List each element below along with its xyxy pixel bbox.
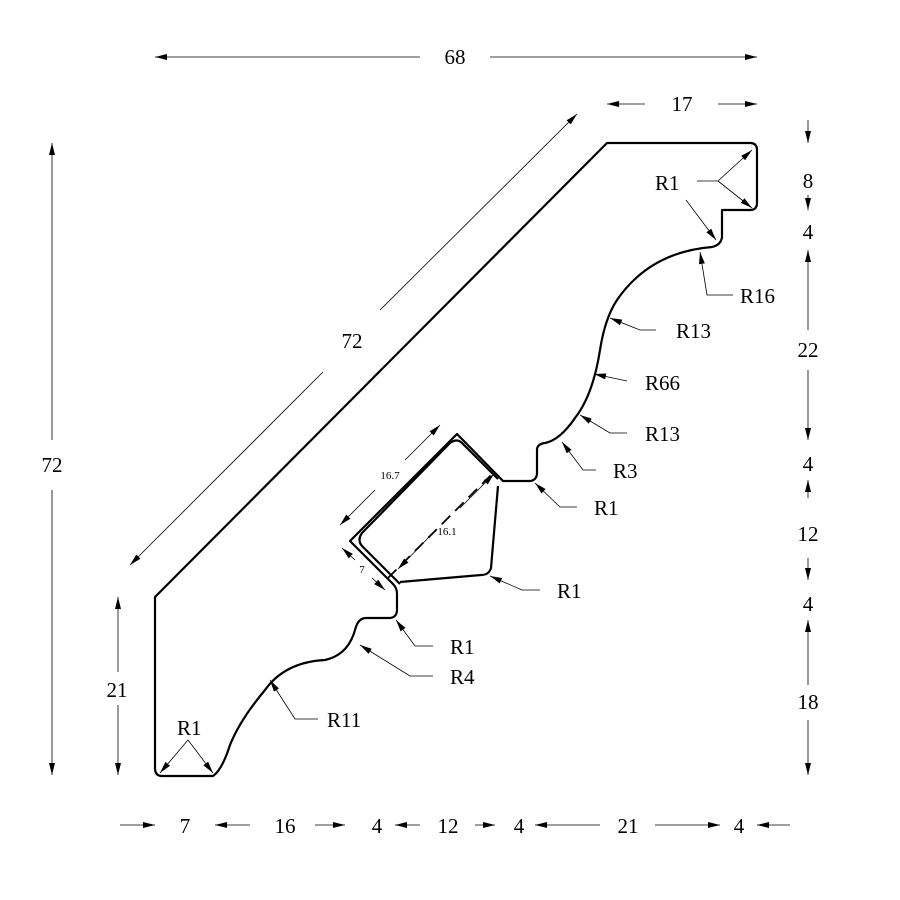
label-r11: R11	[327, 708, 361, 732]
dim-pocket-depth: 7	[359, 564, 365, 576]
right-dimension-chain: 8 4 22 4 12 4 18	[798, 120, 819, 775]
dim-right-2: 22	[798, 338, 819, 362]
label-r13-upper: R13	[676, 319, 711, 343]
pocket-dimensions: 16.7 16.1 7	[339, 424, 495, 591]
label-r1-step: R1	[594, 496, 619, 520]
dim-overall-width: 68	[445, 45, 466, 69]
dim-right-1: 4	[803, 220, 814, 244]
bottom-dimension-chain: 7 16 4 12 4 21 4	[120, 814, 790, 838]
pocket-inner-line	[358, 439, 499, 585]
label-r13-lower: R13	[645, 422, 680, 446]
dim-bottom-4: 4	[514, 814, 525, 838]
label-r1-lower: R1	[450, 635, 475, 659]
dim-pocket-length: 16.7	[380, 470, 400, 482]
label-r4: R4	[450, 665, 475, 689]
molding-profile	[153, 141, 759, 778]
dim-right-3: 4	[803, 452, 814, 476]
dim-right-0: 8	[803, 169, 814, 193]
dim-right-4: 12	[798, 522, 819, 546]
dim-bottom-0: 7	[180, 814, 191, 838]
label-r1-pocket: R1	[557, 579, 582, 603]
dim-bottom-5: 21	[618, 814, 639, 838]
label-r3: R3	[613, 459, 638, 483]
dim-top-flat: 17	[672, 92, 693, 116]
radius-callouts: R1 R16 R13 R66 R13 R3 R1 R1 R1 R4 R11 R1	[159, 149, 775, 774]
label-r1-bottom: R1	[177, 716, 202, 740]
dim-bottom-6: 4	[734, 814, 745, 838]
label-r66: R66	[645, 371, 680, 395]
label-r16: R16	[740, 284, 775, 308]
label-r1-top: R1	[655, 171, 680, 195]
dim-left-height: 21	[107, 678, 128, 702]
dim-right-6: 18	[798, 690, 819, 714]
dim-pocket-inner-length: 16.1	[437, 526, 456, 538]
dim-right-5: 4	[803, 592, 814, 616]
dim-overall-height: 72	[42, 453, 63, 477]
dim-bottom-3: 12	[438, 814, 459, 838]
pocket-insert	[399, 485, 500, 584]
dim-bottom-2: 4	[372, 814, 383, 838]
dim-bottom-1: 16	[275, 814, 296, 838]
dim-diagonal: 72	[342, 329, 363, 353]
